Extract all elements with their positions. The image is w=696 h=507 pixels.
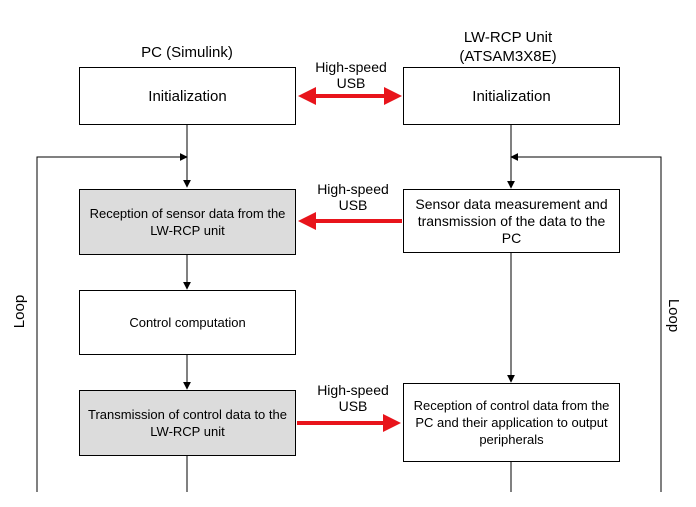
usb-label-1-line2: USB bbox=[336, 75, 366, 91]
usb-label-1: High-speed USB bbox=[296, 59, 406, 91]
pc-sensor-reception-box: Reception of sensor data from the LW-RCP… bbox=[79, 189, 296, 255]
unit-column-header-line1: LW-RCP Unit bbox=[463, 29, 553, 46]
pc-sensor-reception-label: Reception of sensor data from the LW-RCP… bbox=[89, 206, 286, 238]
loop-label-right: Loop bbox=[665, 298, 683, 333]
loop-label-left: Loop bbox=[11, 294, 29, 329]
pc-control-computation-label: Control computation bbox=[129, 315, 246, 330]
usb-label-3: High-speed USB bbox=[298, 382, 408, 414]
pc-initialization-box: Initialization bbox=[79, 67, 296, 125]
unit-sensor-measurement-box: Sensor data measurement and transmission… bbox=[403, 189, 620, 253]
unit-control-reception-box: Reception of control data from the PC an… bbox=[403, 383, 620, 462]
usb-arrow-control-data bbox=[297, 414, 401, 432]
unit-initialization-label: Initialization bbox=[472, 87, 551, 105]
usb-arrow-initialization bbox=[298, 87, 402, 105]
pc-control-transmission-label: Transmission of control data to the LW-R… bbox=[88, 407, 287, 439]
usb-arrow-sensor-data bbox=[298, 212, 402, 230]
usb-label-3-line1: High-speed bbox=[317, 382, 389, 398]
usb-label-3-line2: USB bbox=[338, 398, 368, 414]
unit-control-reception-label: Reception of control data from the PC an… bbox=[413, 398, 610, 447]
pc-column-header: PC (Simulink) bbox=[141, 44, 233, 61]
usb-label-1-line1: High-speed bbox=[315, 59, 387, 75]
pc-initialization-label: Initialization bbox=[148, 87, 227, 105]
pc-control-transmission-box: Transmission of control data to the LW-R… bbox=[79, 390, 296, 456]
usb-label-2: High-speed USB bbox=[298, 181, 408, 213]
loop-line-right bbox=[510, 153, 662, 492]
usb-label-2-line1: High-speed bbox=[317, 181, 389, 197]
unit-initialization-box: Initialization bbox=[403, 67, 620, 125]
pc-control-computation-box: Control computation bbox=[79, 290, 296, 355]
usb-label-2-line2: USB bbox=[338, 197, 368, 213]
unit-sensor-measurement-label: Sensor data measurement and transmission… bbox=[415, 195, 608, 246]
unit-column-header-line2: (ATSAM3X8E) bbox=[459, 48, 557, 65]
loop-line-left bbox=[36, 153, 188, 492]
